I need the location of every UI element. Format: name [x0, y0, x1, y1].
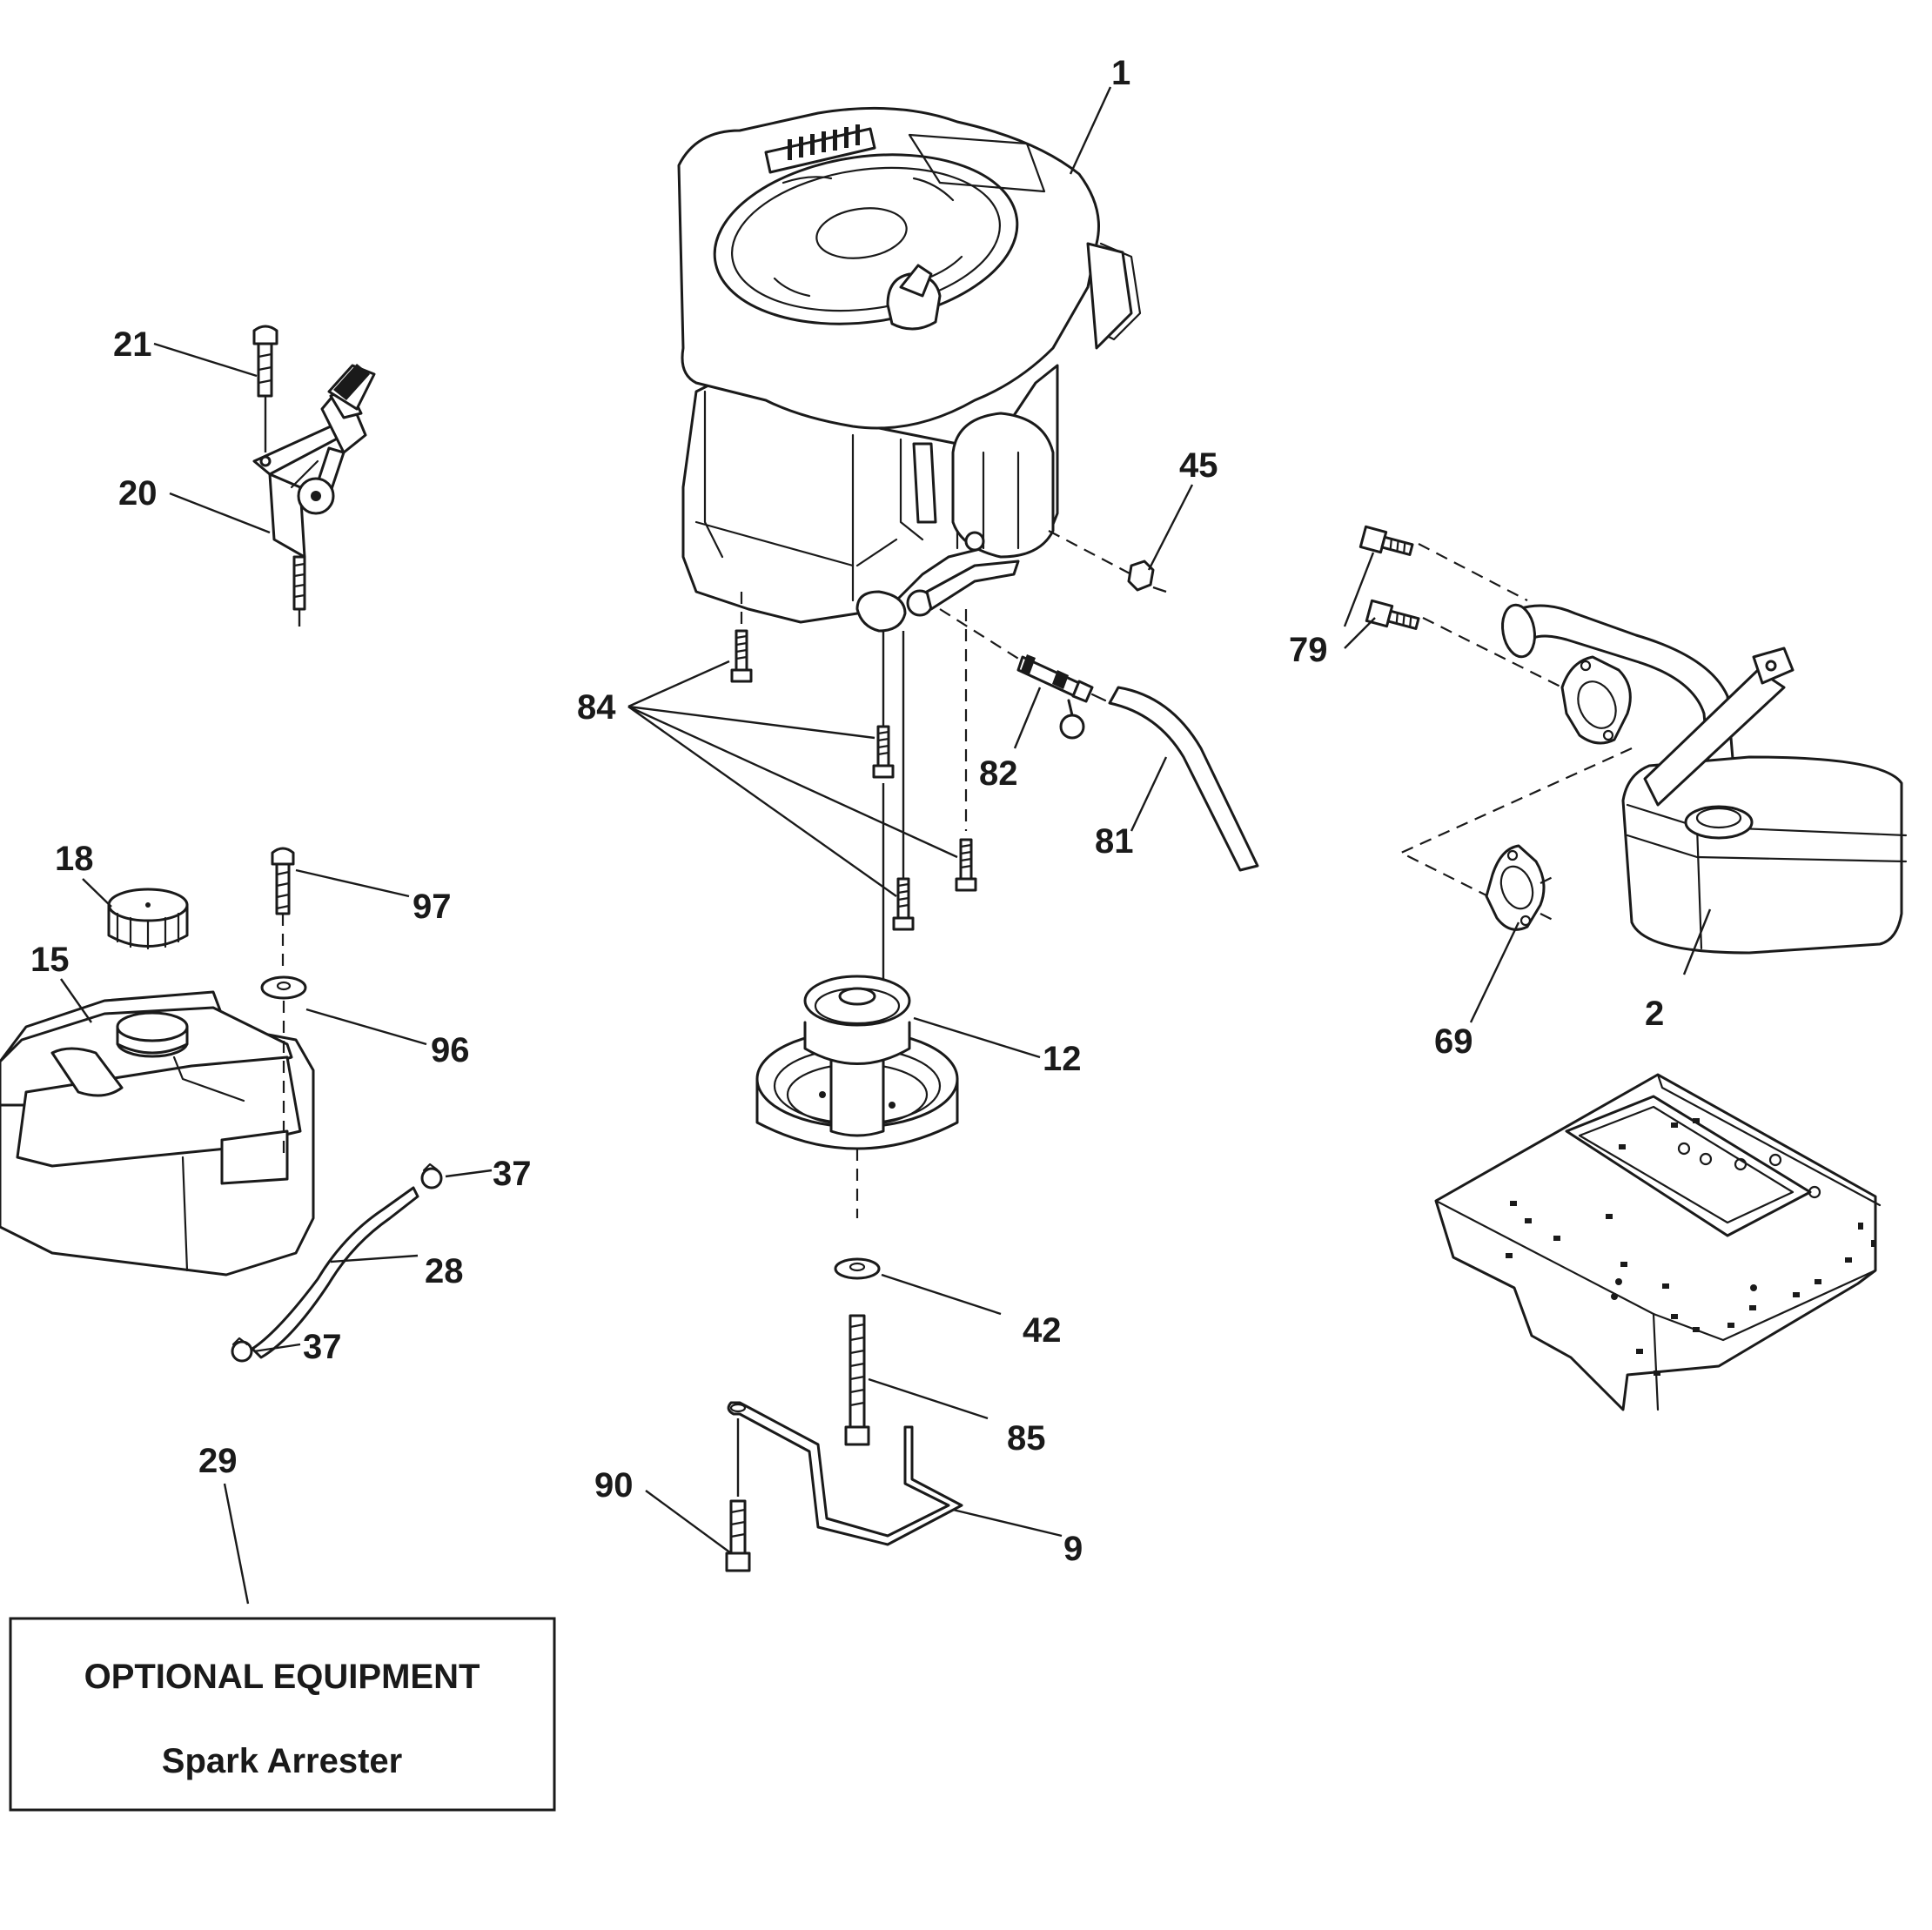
callout-37-upper: 37 [493, 1155, 532, 1193]
fuel-valve [939, 608, 1107, 740]
fuel-cap [107, 888, 189, 950]
callout-21: 21 [113, 325, 152, 364]
callout-45: 45 [1179, 446, 1218, 485]
leader-lines [60, 86, 1712, 1605]
callout-97: 97 [413, 888, 452, 926]
callout-28: 28 [425, 1252, 464, 1290]
callout-1: 1 [1111, 54, 1130, 92]
fuel-tank [0, 990, 315, 1277]
fuel-line [1108, 686, 1259, 872]
callout-12: 12 [1043, 1040, 1082, 1078]
callout-69: 69 [1434, 1022, 1473, 1061]
callout-42: 42 [1023, 1311, 1062, 1350]
callout-79: 79 [1289, 631, 1328, 669]
callout-15: 15 [30, 941, 70, 979]
callout-90: 90 [594, 1466, 634, 1504]
pulley-washer [834, 1257, 881, 1280]
tank-screw [260, 847, 307, 1153]
note-item: Spark Arrester [162, 1742, 402, 1780]
callout-96: 96 [431, 1031, 470, 1069]
callout-29: 29 [198, 1442, 238, 1480]
note-title: OPTIONAL EQUIPMENT [84, 1658, 480, 1696]
callout-37-lower: 37 [303, 1328, 342, 1366]
engine-bolts [730, 592, 977, 992]
engine-mount-plate [1434, 1073, 1882, 1411]
callout-20: 20 [118, 474, 158, 513]
exhaust-gasket-lower [1485, 844, 1559, 931]
muffler-bolts [1358, 525, 1563, 688]
note-box [9, 1617, 556, 1812]
throttle-control [252, 325, 376, 627]
callout-labels: 1 21 20 45 79 84 82 81 2 69 18 15 97 96 … [30, 54, 1664, 1568]
bracket-rod [727, 1401, 963, 1546]
callout-82: 82 [979, 754, 1018, 793]
nut [1048, 530, 1167, 593]
callout-84: 84 [577, 688, 616, 727]
callout-85: 85 [1007, 1419, 1046, 1458]
engine [677, 106, 1142, 633]
optional-equipment-note: OPTIONAL EQUIPMENT Spark Arrester [9, 1617, 556, 1812]
fuel-hose [231, 1163, 443, 1363]
pulley-bolt [844, 1314, 870, 1446]
callout-18: 18 [55, 840, 94, 878]
muffler [1399, 603, 1908, 955]
bracket-bolt [725, 1499, 751, 1572]
callout-81: 81 [1095, 822, 1134, 861]
callout-2: 2 [1645, 995, 1664, 1033]
exhaust-gasket-upper [1560, 655, 1632, 745]
pulley [755, 975, 959, 1218]
callout-9: 9 [1063, 1530, 1083, 1568]
